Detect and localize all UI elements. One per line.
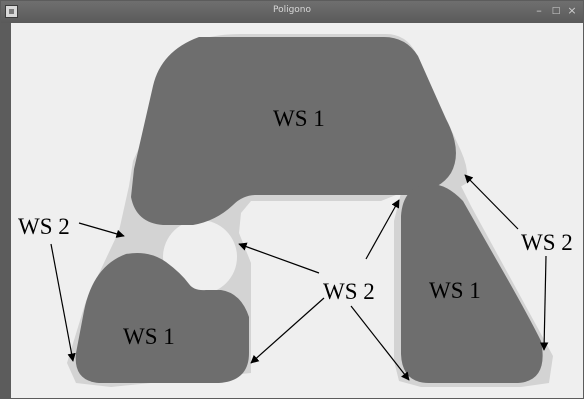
ws2-right-label: WS 2 — [521, 230, 573, 255]
arrow-left-to-ws2-upper — [78, 222, 125, 238]
ws1-top-shape — [131, 37, 456, 225]
arrow-center-to-right-bottom — [350, 305, 410, 381]
window-title: Poligono — [272, 5, 312, 15]
ws1-top-label: WS 1 — [273, 106, 325, 131]
arrow-center-to-right-top — [365, 199, 400, 260]
workspace-diagram: WS 1 WS 1 WS 1 WS 2 WS 2 WS 2 — [18, 34, 573, 387]
ws2-left-label: WS 2 — [18, 214, 70, 239]
ws1-right-label: WS 1 — [429, 278, 481, 303]
ws2-center-label: WS 2 — [323, 279, 375, 304]
arrows — [50, 174, 549, 381]
ws1-right-shape — [401, 183, 543, 383]
arrow-left-to-ws2-lower — [50, 243, 76, 362]
ws1-regions — [75, 37, 543, 383]
maximize-button[interactable]: □ — [551, 6, 561, 16]
arrow-right-to-ws2-upper — [464, 174, 519, 230]
ws1-bottom-left-shape — [75, 253, 249, 383]
drawing-canvas: WS 1 WS 1 WS 1 WS 2 WS 2 WS 2 — [11, 23, 583, 398]
minimize-button[interactable]: – — [536, 4, 542, 17]
arrow-center-to-hole-edge — [238, 242, 320, 274]
app-icon — [5, 5, 18, 18]
arrow-right-to-ws2-lower — [539, 255, 549, 351]
ws1-bottom-left-label: WS 1 — [123, 324, 175, 349]
arrow-center-to-bottom-left — [250, 297, 325, 364]
close-button[interactable]: × — [567, 4, 577, 17]
title-bar[interactable]: Poligono – □ × — [1, 1, 583, 23]
